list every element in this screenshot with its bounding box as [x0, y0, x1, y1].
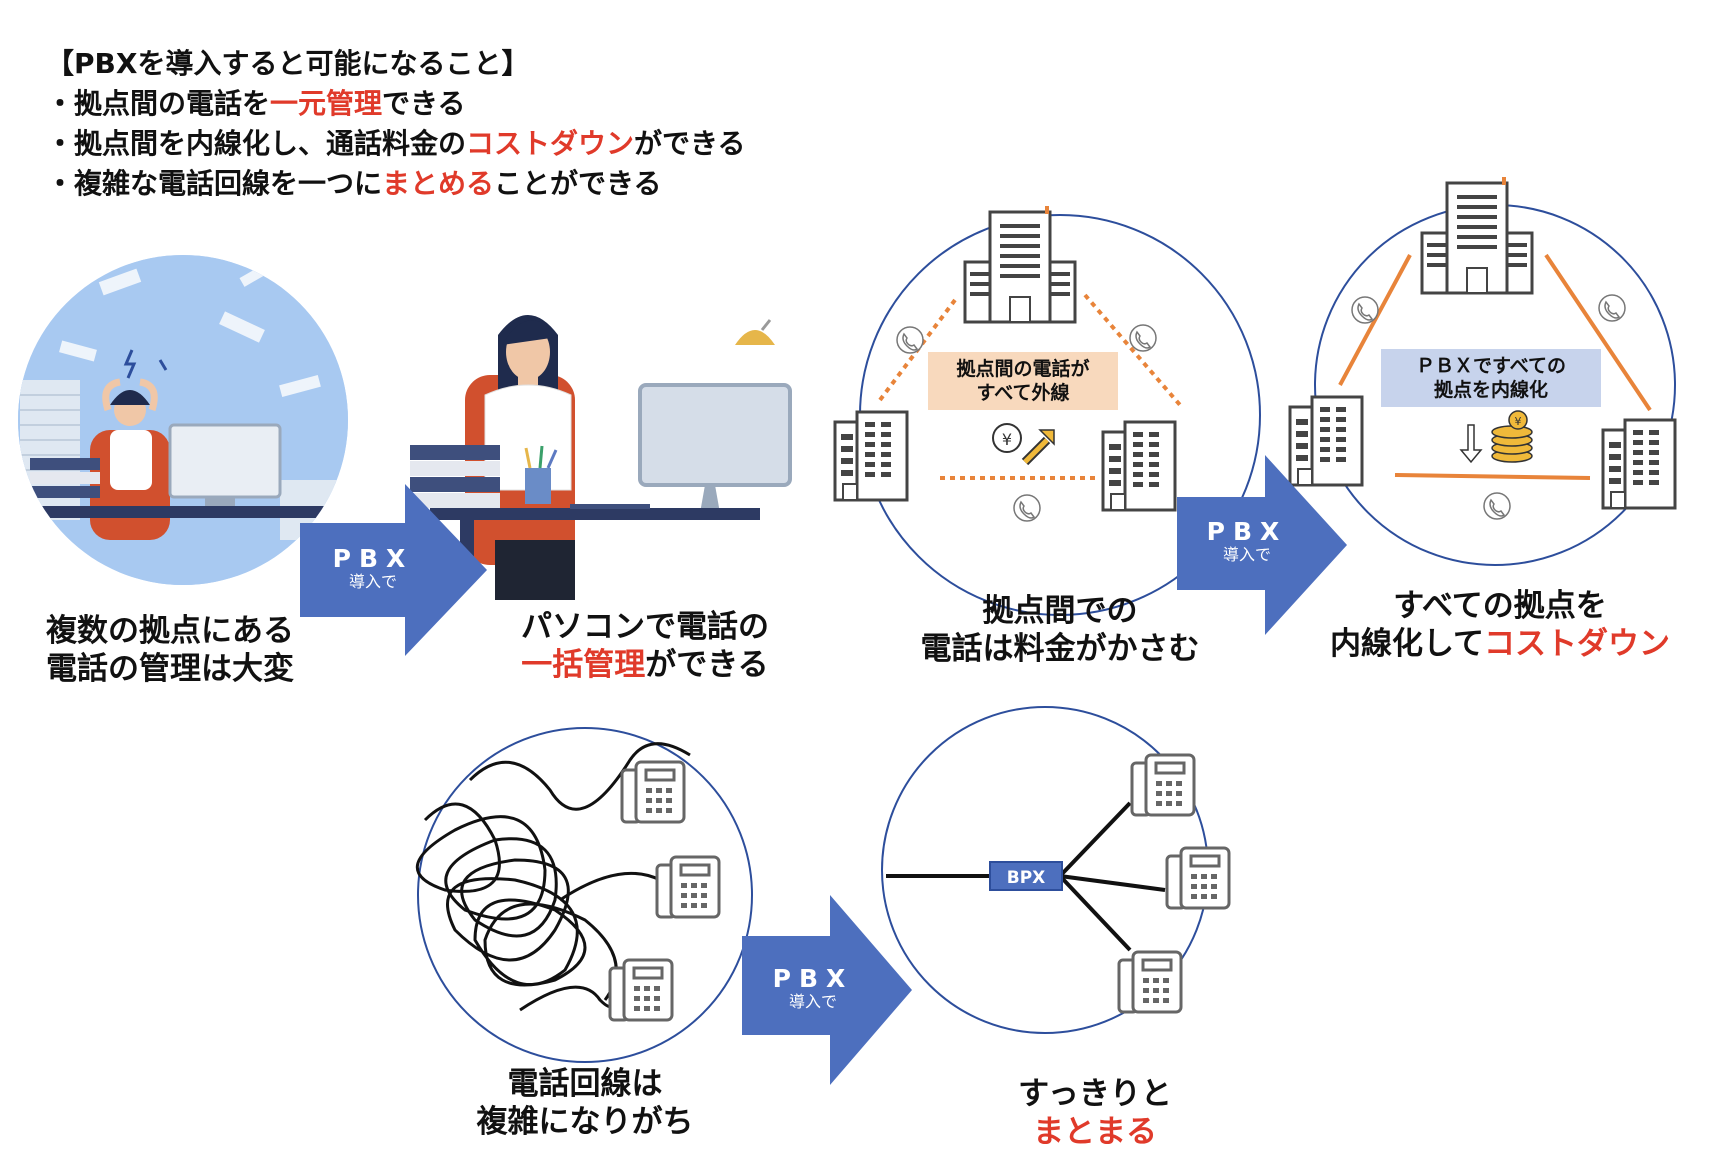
coin-stack-icon: ¥ — [1491, 410, 1533, 463]
branch-building-icon — [833, 410, 909, 502]
caption-hard-management: 複数の拠点にある電話の管理は大変 — [46, 613, 294, 687]
extension-call-box: ＰＢＸですべての拠点を内線化 — [1381, 349, 1601, 407]
external-call-box: 拠点間の電話がすべて外線 — [928, 352, 1118, 410]
caption-complex-lines: 電話回線は複雑になりがち — [476, 1066, 694, 1140]
stressed-worker-illustration — [18, 255, 348, 585]
phone-handset-icon — [1013, 494, 1041, 522]
phone-handset-icon — [1351, 296, 1379, 324]
pbx-arrow-icon — [300, 484, 487, 656]
bullet-2: ・拠点間を内線化し、通話料金のコストダウンができる — [46, 127, 746, 160]
desk-phone-icon — [1117, 950, 1183, 1014]
caption-high-cost: 拠点間での電話は料金がかさむ — [920, 593, 1200, 667]
calm-worker-illustration — [410, 315, 792, 600]
bpx-hub-icon — [989, 861, 1063, 891]
desk-phone-icon — [608, 958, 674, 1022]
tangled-lines-diagram — [415, 727, 753, 1063]
caption-organized: すっきりと まとまる — [1018, 1076, 1172, 1150]
desk-phone-icon — [620, 760, 686, 824]
phone-handset-icon — [1129, 324, 1157, 352]
phone-handset-icon — [1598, 294, 1626, 322]
branch-building-icon — [1601, 418, 1677, 510]
arrow-down-icon — [1459, 424, 1483, 464]
bpx-hub-label: BPX — [1007, 868, 1046, 888]
branch-building-icon — [1288, 395, 1364, 487]
desk-phone-icon — [655, 855, 721, 919]
hq-building-icon — [963, 204, 1077, 324]
bullet-1: ・拠点間の電話を一元管理できる — [46, 87, 466, 120]
pbx-arrow-icon — [1177, 455, 1347, 635]
yen-coin-icon — [992, 423, 1022, 453]
phone-handset-icon — [1483, 492, 1511, 520]
phone-handset-icon — [896, 326, 924, 354]
heading-title: 【PBXを導入すると可能になること】 — [46, 47, 530, 80]
desk-phone-icon — [1130, 753, 1196, 817]
hq-building-icon — [1420, 175, 1534, 295]
branch-building-icon — [1101, 420, 1177, 512]
pbx-arrow-icon — [742, 895, 912, 1085]
caption-unified-management: パソコンで電話の 一括管理ができる — [521, 609, 769, 683]
before-cost-diagram: ¥ — [833, 204, 1261, 616]
svg-text:¥: ¥ — [1515, 415, 1522, 428]
organized-lines-diagram: BPX — [881, 706, 1231, 1034]
after-cost-diagram: ¥ — [1288, 175, 1677, 566]
caption-cost-down: すべての拠点を 内線化してコストダウン — [1329, 588, 1671, 662]
desk-phone-icon — [1165, 846, 1231, 910]
bullet-3: ・複雑な電話回線を一つにまとめることができる — [46, 167, 662, 200]
svg-text:¥: ¥ — [1002, 430, 1012, 449]
heading-block: 【PBXを導入すると可能になること】 ・拠点間の電話を一元管理できる ・拠点間を… — [46, 44, 745, 204]
